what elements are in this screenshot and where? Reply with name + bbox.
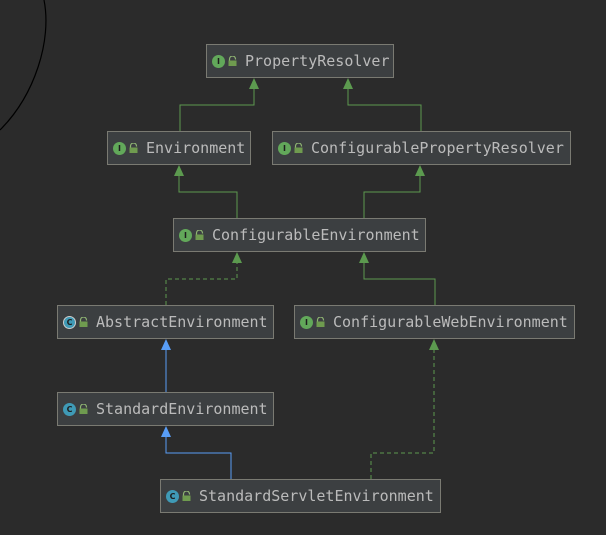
lock-icon xyxy=(316,317,325,327)
node-property-resolver[interactable]: I PropertyResolver xyxy=(206,44,394,78)
edge-abstract-environment-to-configurable-environment xyxy=(165,263,238,305)
edge-standard-servlet-environment-to-standard-environment xyxy=(165,437,232,479)
edge-arrowhead xyxy=(343,78,353,89)
lock-icon xyxy=(228,56,237,66)
node-label: ConfigurableWebEnvironment xyxy=(333,313,568,331)
interface-icon: I xyxy=(278,141,291,155)
lock-icon xyxy=(79,404,88,414)
class-icon: C xyxy=(166,489,179,503)
node-label: Environment xyxy=(146,139,246,157)
node-standard-environment[interactable]: C StandardEnvironment xyxy=(57,392,274,426)
interface-icon: I xyxy=(113,141,126,155)
edge-arrowhead xyxy=(232,252,242,263)
edge-configurable-property-resolver-to-property-resolver xyxy=(347,89,422,131)
edge-configurable-web-environment-to-configurable-environment xyxy=(363,263,436,305)
interface-icon: I xyxy=(179,228,192,242)
edge-arrowhead xyxy=(359,252,369,263)
edge-arrowhead xyxy=(174,165,184,176)
edge-arrowhead xyxy=(249,78,259,89)
abstract-class-icon: C xyxy=(63,315,76,329)
node-label: ConfigurablePropertyResolver xyxy=(311,139,564,157)
edge-configurable-environment-to-environment xyxy=(178,176,238,218)
lock-icon xyxy=(182,491,191,501)
lock-icon xyxy=(195,230,204,240)
edge-configurable-environment-to-configurable-property-resolver xyxy=(363,176,421,218)
node-label: PropertyResolver xyxy=(245,52,390,70)
interface-icon: I xyxy=(212,54,225,68)
edge-arrowhead xyxy=(161,426,171,437)
edge-arrowhead xyxy=(415,165,425,176)
node-configurable-property-resolver[interactable]: I ConfigurablePropertyResolver xyxy=(272,131,571,165)
edge-arrowhead xyxy=(161,339,171,350)
node-label: AbstractEnvironment xyxy=(96,313,268,331)
edge-arrowhead xyxy=(429,339,439,350)
node-label: ConfigurableEnvironment xyxy=(212,226,420,244)
edge-standard-servlet-environment-to-configurable-web-environment xyxy=(370,350,435,479)
node-configurable-environment[interactable]: I ConfigurableEnvironment xyxy=(173,218,426,252)
lock-icon xyxy=(294,143,303,153)
lock-icon xyxy=(129,143,138,153)
node-environment[interactable]: I Environment xyxy=(107,131,251,165)
node-standard-servlet-environment[interactable]: C StandardServletEnvironment xyxy=(160,479,441,513)
interface-icon: I xyxy=(300,315,313,329)
class-icon: C xyxy=(63,402,76,416)
node-label: StandardEnvironment xyxy=(96,400,268,418)
node-configurable-web-environment[interactable]: I ConfigurableWebEnvironment xyxy=(294,305,575,339)
lock-icon xyxy=(79,317,88,327)
node-label: StandardServletEnvironment xyxy=(199,487,434,505)
node-abstract-environment[interactable]: C AbstractEnvironment xyxy=(57,305,274,339)
background-arc xyxy=(0,0,47,131)
edge-environment-to-property-resolver xyxy=(179,89,255,131)
